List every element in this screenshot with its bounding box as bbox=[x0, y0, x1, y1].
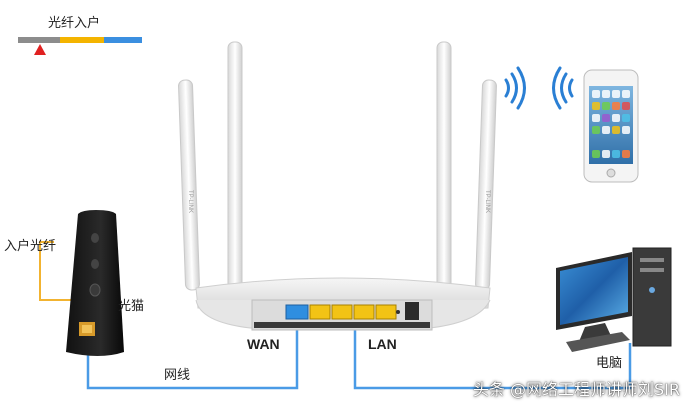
position-marker-icon bbox=[34, 44, 46, 55]
wireless-router: TP-LINK TP-LINK bbox=[178, 41, 497, 331]
fiber-bar-blue-segment bbox=[104, 37, 142, 43]
desktop-computer bbox=[556, 247, 672, 352]
optical-modem bbox=[66, 210, 124, 356]
cable-label: 网线 bbox=[164, 368, 191, 383]
modem-label: 光猫 bbox=[118, 299, 145, 314]
watermark: 头条 @网络工程师讲师刘SIR bbox=[472, 380, 680, 399]
fiber-in-label: 入户光纤 bbox=[4, 239, 57, 254]
lan-port-label: LAN bbox=[368, 336, 397, 352]
computer-label: 电脑 bbox=[596, 356, 623, 371]
fiber-line bbox=[39, 241, 78, 301]
wifi-icon bbox=[504, 66, 526, 110]
diagram-title: 光纤入户 bbox=[48, 16, 101, 31]
smartphone bbox=[583, 69, 639, 183]
svg-text:TP-LINK: TP-LINK bbox=[187, 190, 193, 213]
fiber-bar-yellow-segment bbox=[60, 37, 104, 43]
fiber-cable-bar bbox=[18, 37, 142, 55]
svg-text:TP-LINK: TP-LINK bbox=[484, 190, 490, 213]
wan-port-label: WAN bbox=[247, 336, 280, 352]
wan-cable bbox=[86, 322, 299, 390]
fiber-bar-gray-segment bbox=[18, 37, 60, 43]
lan-cable bbox=[353, 322, 632, 390]
wifi-icon bbox=[552, 66, 574, 110]
